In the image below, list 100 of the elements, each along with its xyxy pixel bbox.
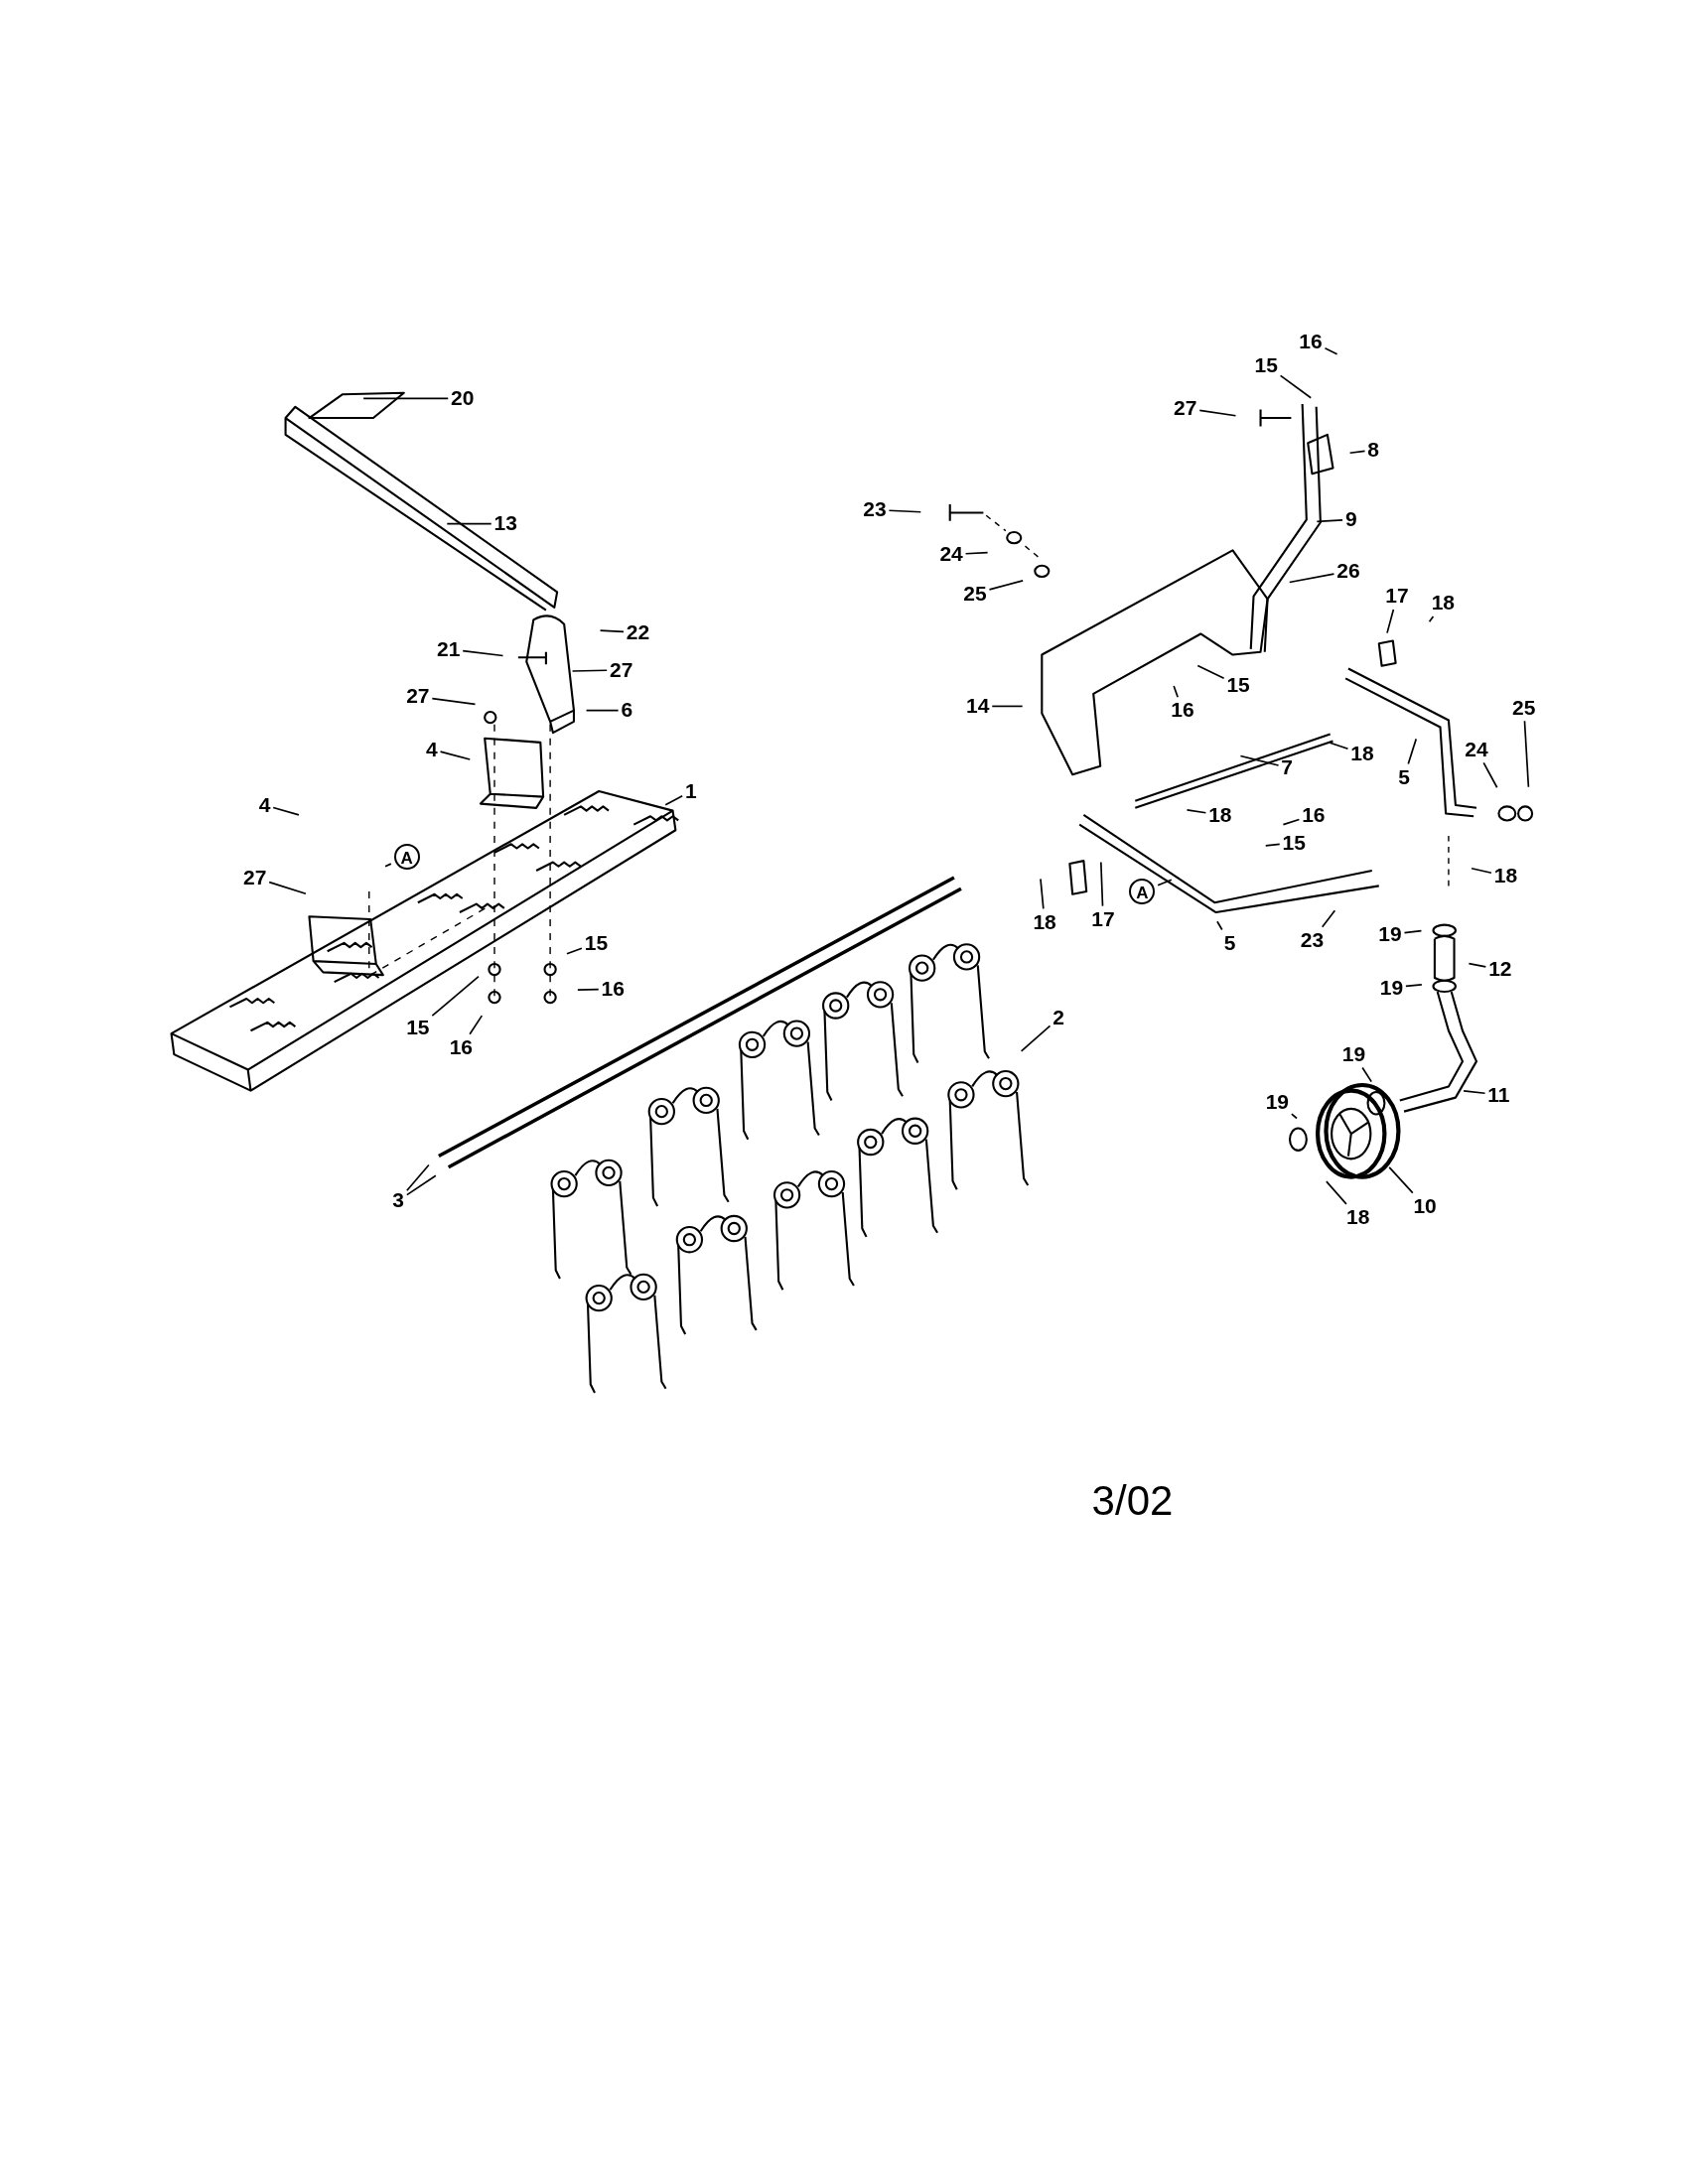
leader-line xyxy=(384,863,392,868)
leader-line xyxy=(1239,754,1280,766)
leader-line xyxy=(1407,738,1418,765)
callout-number: 13 xyxy=(493,511,517,536)
leader-line xyxy=(1471,867,1492,875)
callout-number: 21 xyxy=(437,636,461,661)
callout-number: 10 xyxy=(1413,1193,1437,1218)
leader-line xyxy=(1321,909,1336,928)
leader-line xyxy=(469,1015,484,1035)
leader-line xyxy=(1324,347,1338,355)
callout-number: 15 xyxy=(1254,352,1278,377)
callout-number: 18 xyxy=(1431,591,1455,615)
leader-line xyxy=(988,580,1025,591)
leader-line xyxy=(964,551,989,555)
leader-line xyxy=(991,705,1024,708)
callout-number: 17 xyxy=(1385,584,1409,609)
leader-line xyxy=(1157,879,1173,887)
callout-number: 15 xyxy=(406,1016,430,1040)
leader-line xyxy=(272,806,300,816)
leader-line xyxy=(1428,615,1435,623)
leader-line xyxy=(1040,878,1045,910)
leader-line xyxy=(1279,374,1313,399)
leader-line xyxy=(1291,1113,1298,1120)
callout-number: 15 xyxy=(1282,830,1306,855)
callout-number: 7 xyxy=(1281,754,1294,779)
callout-number: 23 xyxy=(1300,927,1325,952)
callout-number: 1 xyxy=(684,778,697,803)
leader-line xyxy=(1099,861,1104,907)
leader-line xyxy=(1326,1180,1347,1205)
leader-line xyxy=(1186,809,1207,814)
leader-line xyxy=(1173,685,1179,699)
leader-line xyxy=(1316,519,1343,523)
callout-number: 25 xyxy=(963,581,987,606)
callout-number: 19 xyxy=(1378,922,1402,947)
callout-number: 16 xyxy=(601,977,625,1001)
callout-number: 11 xyxy=(1487,1082,1510,1107)
leader-line xyxy=(1482,761,1498,789)
leader-line xyxy=(888,509,922,513)
callout-number: 18 xyxy=(1346,1205,1370,1230)
callout-number: 19 xyxy=(1379,975,1404,1000)
callout-number: 19 xyxy=(1341,1041,1366,1066)
leader-line xyxy=(1216,920,1223,931)
date-note: 3/02 xyxy=(1091,1477,1174,1526)
leader-line xyxy=(1348,450,1366,455)
callout-number: 6 xyxy=(621,698,633,723)
leader-line xyxy=(577,988,600,991)
callout-number: 26 xyxy=(1336,559,1360,584)
leader-line xyxy=(431,697,477,706)
callout-number: 19 xyxy=(1265,1089,1290,1114)
callout-number: 22 xyxy=(626,619,650,644)
leader-line xyxy=(1198,409,1237,417)
callout-number: 17 xyxy=(1091,906,1115,931)
leader-line xyxy=(1463,1090,1486,1095)
callout-number: 18 xyxy=(1493,864,1518,888)
callout-number: 15 xyxy=(1226,673,1250,698)
callout-number: 27 xyxy=(609,657,633,682)
leader-line xyxy=(1361,1066,1373,1083)
leader-line xyxy=(1403,929,1423,934)
callout-number: 5 xyxy=(1398,764,1410,789)
callout-number: 16 xyxy=(1171,698,1194,723)
callout-number: 27 xyxy=(1174,396,1197,420)
callout-number: 4 xyxy=(426,737,438,761)
callout-number: 16 xyxy=(1299,329,1323,353)
callout-number: 18 xyxy=(1208,802,1232,827)
leader-line xyxy=(431,975,480,1018)
callout-number: 16 xyxy=(1302,802,1326,827)
leader-line xyxy=(439,751,472,760)
callout-number: 12 xyxy=(1488,957,1512,982)
leader-line xyxy=(462,649,504,657)
callout-number: 24 xyxy=(1465,737,1488,761)
leader-line xyxy=(1388,1166,1414,1194)
leader-line xyxy=(599,629,625,633)
leader-line xyxy=(1020,1024,1052,1052)
callout-number: 23 xyxy=(863,497,887,522)
leader-line xyxy=(268,881,307,895)
leader-line xyxy=(1468,962,1487,968)
leader-line xyxy=(1523,720,1530,788)
leader-line xyxy=(1282,818,1301,826)
callout-number: 4 xyxy=(258,792,271,817)
leader-line xyxy=(664,794,683,806)
leader-line xyxy=(446,522,492,525)
callout-number: 20 xyxy=(451,386,475,411)
callout-number: 27 xyxy=(406,684,430,709)
reference-mark: A xyxy=(393,843,420,870)
leader-line xyxy=(1288,573,1335,584)
leader-line xyxy=(1405,984,1423,988)
callout-number: 27 xyxy=(243,865,267,889)
leader-line xyxy=(362,397,450,400)
leader-line xyxy=(406,1163,430,1192)
leader-line xyxy=(406,1174,437,1196)
callout-number: 24 xyxy=(939,542,963,567)
callout-number: 9 xyxy=(1344,507,1357,532)
callout-number: 14 xyxy=(966,694,990,719)
callout-number: 3 xyxy=(392,1188,405,1213)
callout-number: 8 xyxy=(1367,438,1379,463)
callout-number: 16 xyxy=(449,1034,473,1059)
leader-line xyxy=(566,947,583,955)
leader-line xyxy=(1264,843,1281,847)
callout-number: 25 xyxy=(1512,695,1536,720)
leader-line xyxy=(1196,664,1225,680)
